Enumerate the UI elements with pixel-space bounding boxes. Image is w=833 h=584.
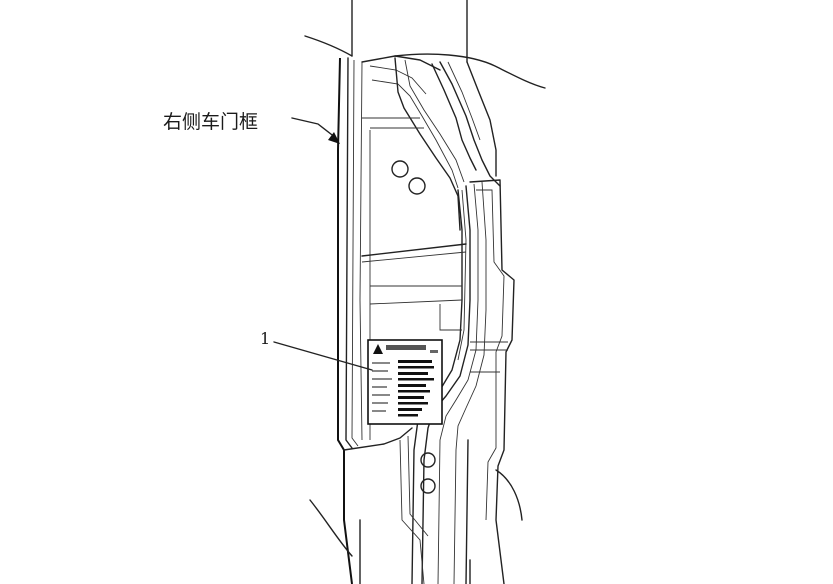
right-channel-outer: [439, 61, 501, 187]
seam-curve-5: [457, 189, 467, 361]
leader-door-frame: [291, 117, 337, 139]
hole-upper-2: [408, 177, 426, 195]
nameplate-header-mark: [430, 350, 438, 353]
hole-lower-2: [420, 478, 436, 494]
hole-lower-1: [420, 452, 436, 468]
leader-callout-1: [273, 341, 373, 371]
seam-curve-3: [437, 183, 479, 584]
hinge-bracket-inner: [476, 189, 505, 521]
door-frame-inner-left-1: [345, 57, 353, 449]
right-channel-mid: [447, 61, 481, 141]
nameplate-logo-icon: [373, 344, 383, 354]
hole-upper-1: [391, 160, 409, 178]
body-outline-top-left: [304, 35, 353, 57]
door-frame-inner-left-2: [351, 59, 359, 447]
upper-panel-line-c: [394, 57, 461, 231]
nameplate-text-lines: [372, 362, 392, 412]
lower-panel-line-3: [407, 435, 429, 537]
inner-panel-diag-2: [361, 251, 467, 263]
hinge-bracket-outline: [469, 179, 515, 584]
door-frame-inner-left-3: [359, 61, 363, 441]
nameplate-header-text: [386, 345, 426, 350]
nameplate-barcode-bars: [398, 360, 434, 417]
seam-curve-4: [453, 181, 487, 584]
seam-curve-1: [411, 189, 463, 584]
upper-panel-line-a: [369, 65, 427, 95]
body-outline-top-right: [394, 53, 546, 89]
right-channel-inner: [431, 63, 477, 171]
lower-body-curve: [309, 499, 353, 557]
callout-1-label: 1: [260, 329, 270, 348]
inner-panel-diag-1: [361, 243, 467, 257]
lower-vertical-right: [465, 439, 469, 584]
door-frame-label: 右侧车门框: [163, 111, 258, 133]
door-frame-outer-left: [337, 57, 353, 584]
inner-panel-shelf-2: [369, 299, 463, 305]
right-channel-far: [466, 61, 497, 177]
upper-panel-top: [361, 55, 441, 71]
leader-arrow-icon: [328, 132, 340, 144]
lower-right-curve: [495, 469, 523, 521]
seam-curve-2: [421, 185, 471, 584]
upper-panel-line-d: [404, 59, 465, 183]
upper-panel-line-b: [371, 79, 459, 189]
lower-panel-line-2: [399, 439, 425, 584]
inner-panel-pocket: [439, 304, 462, 331]
lower-panel-line-1: [343, 427, 413, 451]
